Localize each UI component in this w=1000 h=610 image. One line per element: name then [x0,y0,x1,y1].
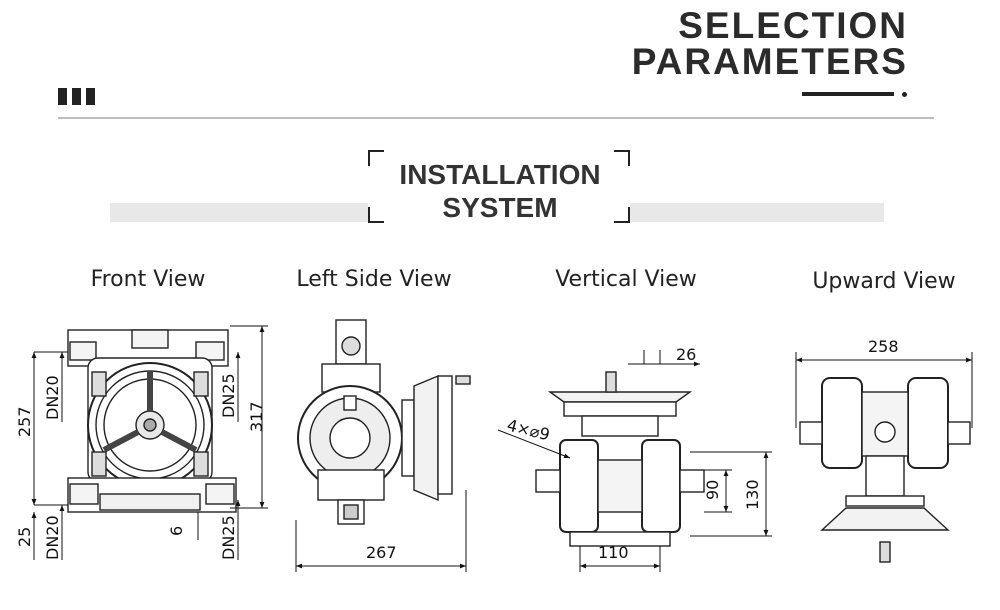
bracket-top-left [368,150,384,166]
dim-front-height-257: 257 [15,406,34,437]
dim-vertical-top-26: 26 [676,345,696,364]
upward-view-dimensions [795,352,973,428]
left-side-view-dimensions [295,490,467,572]
front-view-dimensions [31,325,268,560]
label-front-view: Front View [90,267,206,292]
dim-front-bottom-inlet-dn20: DN20 [43,515,62,560]
dim-front-base-25: 25 [15,527,34,547]
dim-front-inlet-dn20: DN20 [43,375,62,420]
bracket-top-right [614,150,630,166]
title-parameters: PARAMETERS [631,41,908,82]
dim-vertical-holes: 4×⌀9 [505,415,552,444]
dim-vertical-height-130: 130 [743,479,762,510]
title-underline-dot [902,92,907,97]
decorative-bars-icon [58,88,96,105]
section-title-line2: SYSTEM [442,192,558,223]
upward-view-drawing [799,377,971,563]
label-upward-view: Upward View [812,269,956,294]
dim-front-bottom-outlet-dn25: DN25 [219,515,238,560]
label-left-side-view: Left Side View [296,267,452,292]
front-view-drawing [67,329,237,513]
dim-front-offset-6: 6 [167,526,186,536]
vertical-view-drawing [535,371,705,547]
label-vertical-view: Vertical View [555,267,697,292]
dim-upward-width-258: 258 [868,337,899,356]
bracket-bottom-right [614,207,630,223]
dim-front-outlet-dn25: DN25 [219,373,238,418]
header-divider [58,117,934,119]
title-selection: SELECTION [678,5,908,46]
section-title-background [368,190,630,222]
section-title: INSTALLATION SYSTEM [370,158,630,224]
bracket-bottom-left [368,207,384,223]
section-title-line1: INSTALLATION [399,159,601,190]
left-side-view-drawing [297,319,471,525]
dim-left-width-267: 267 [366,543,397,562]
dim-front-height-317: 317 [247,401,266,432]
title-underline [802,92,894,96]
dim-vertical-spacing-110: 110 [598,543,629,562]
vertical-view-dimensions [497,350,772,572]
dim-vertical-height-90: 90 [703,480,722,500]
